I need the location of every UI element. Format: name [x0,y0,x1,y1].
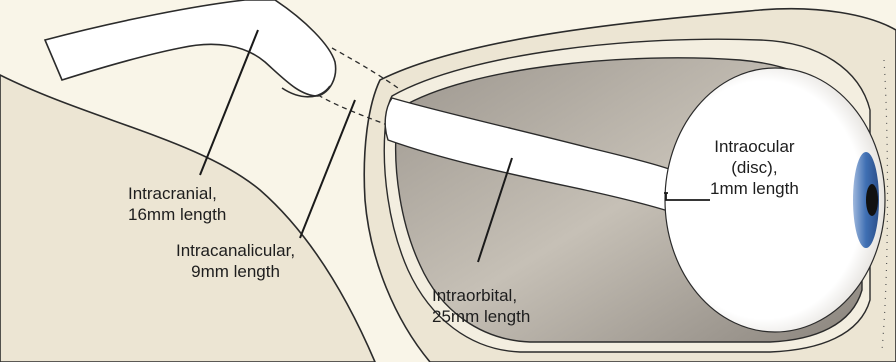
intracranial-label: Intracranial, 16mm length [128,183,226,225]
intraocular-label: Intraocular (disc), 1mm length [710,136,799,199]
intraocular-label-line2: (disc), [710,157,799,178]
intracanalicular-label-line1: Intracanalicular, [176,240,295,261]
intracranial-label-line2: 16mm length [128,204,226,225]
intracanalicular-label: Intracanalicular, 9mm length [176,240,295,282]
intracranial-label-line1: Intracranial, [128,183,226,204]
pupil [866,184,878,216]
intracanalicular-label-line2: 9mm length [176,261,295,282]
intraorbital-label-line1: Intraorbital, [432,285,530,306]
intraocular-label-line1: Intraocular [710,136,799,157]
intraorbital-label-line2: 25mm length [432,306,530,327]
intraorbital-label: Intraorbital, 25mm length [432,285,530,327]
intraocular-label-line3: 1mm length [710,178,799,199]
